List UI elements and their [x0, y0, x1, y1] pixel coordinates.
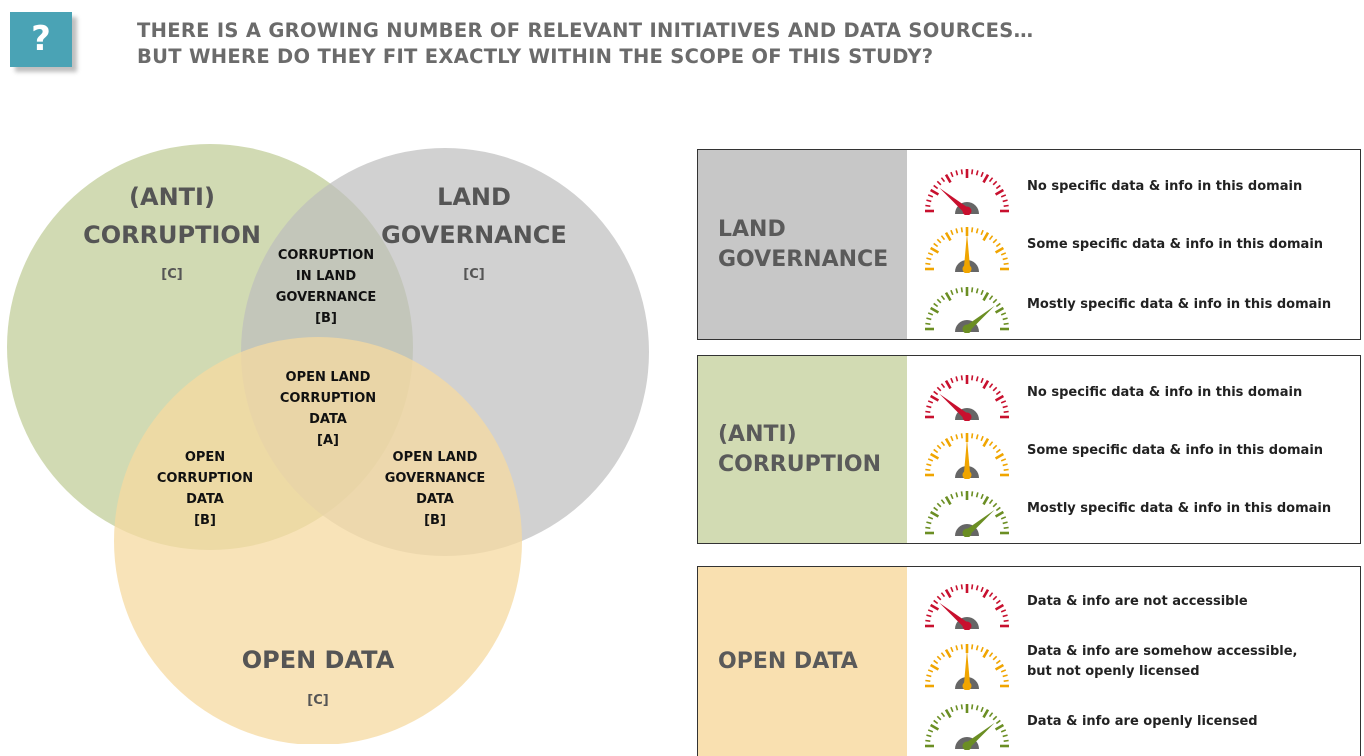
land-code: [C]: [463, 267, 484, 282]
gauge-high-icon: [925, 704, 1009, 750]
open-land-code: [B]: [424, 513, 446, 528]
legend-panel-open-data: OPEN DATA Data & info are not accessible…: [697, 566, 1361, 756]
legend-row: Mostly specific data & info in this doma…: [907, 478, 1360, 540]
gauge-low-icon: [925, 375, 1009, 421]
legend-row-text: Data & info are not accessible: [1027, 594, 1248, 609]
gauge-mid-icon: [925, 227, 1009, 273]
legend-row-text: Some specific data & info in this domain: [1027, 237, 1324, 252]
panel-label-line-2: CORRUPTION: [718, 451, 882, 477]
open-land-line-1: OPEN LAND: [393, 450, 478, 465]
gauge-high-icon: [925, 491, 1009, 537]
legend-row: Data & info are not accessible: [907, 571, 1360, 633]
open-corruption-line-3: DATA: [186, 492, 224, 507]
legend-row-text: No specific data & info in this domain: [1027, 179, 1303, 194]
title-line-1: THERE IS A GROWING NUMBER OF RELEVANT IN…: [137, 19, 1034, 42]
corruption-land-code: [B]: [315, 311, 337, 326]
panel-label-area: OPEN DATA: [698, 567, 907, 756]
legend-row-text: Data & info are somehow accessible, but …: [1027, 644, 1298, 679]
corruption-label-1: (ANTI): [129, 183, 215, 211]
panel-label-line-2: GOVERNANCE: [718, 246, 889, 272]
open-data-circle: [114, 337, 522, 744]
page-title: THERE IS A GROWING NUMBER OF RELEVANT IN…: [137, 18, 1237, 70]
legend-row-text: Mostly specific data & info in this doma…: [1027, 297, 1332, 312]
center-code: [A]: [317, 433, 339, 448]
corruption-label-2: CORRUPTION: [83, 221, 261, 249]
gauge-mid-icon: [925, 433, 1009, 479]
center-line-2: CORRUPTION: [280, 391, 376, 406]
corruption-land-line-2: IN LAND: [296, 269, 356, 284]
panel-label-area: (ANTI) CORRUPTION: [698, 356, 907, 543]
land-label-2: GOVERNANCE: [381, 221, 567, 249]
legend-row-text: Some specific data & info in this domain: [1027, 443, 1324, 458]
open-corruption-line-2: CORRUPTION: [157, 471, 253, 486]
panel-label-line-1: LAND: [718, 216, 786, 242]
gauge-low-icon: [925, 584, 1009, 630]
legend-row-text: Mostly specific data & info in this doma…: [1027, 501, 1332, 516]
legend-row: No specific data & info in this domain: [907, 156, 1360, 218]
open-land-line-2: GOVERNANCE: [385, 471, 486, 486]
panel-label-area: LAND GOVERNANCE: [698, 150, 907, 339]
legend-row: Some specific data & info in this domain: [907, 420, 1360, 482]
legend-row: Mostly specific data & info in this doma…: [907, 274, 1360, 336]
legend-panel-land-governance: LAND GOVERNANCE No specific data & info …: [697, 149, 1361, 340]
corruption-land-line-3: GOVERNANCE: [276, 290, 377, 305]
legend-row: Data & info are somehow accessible, but …: [907, 631, 1360, 693]
question-badge: ?: [10, 12, 72, 67]
center-line-3: DATA: [309, 412, 347, 427]
open-data-code: [C]: [307, 693, 328, 708]
legend-row-text: Data & info are openly licensed: [1027, 714, 1258, 729]
gauge-low-icon: [925, 169, 1009, 215]
open-corruption-code: [B]: [194, 513, 216, 528]
legend-row-text: No specific data & info in this domain: [1027, 385, 1303, 400]
open-corruption-line-1: OPEN: [185, 450, 225, 465]
legend-panel-anti-corruption: (ANTI) CORRUPTION No specific data & inf…: [697, 355, 1361, 544]
open-data-label: OPEN DATA: [242, 646, 395, 674]
title-line-2: BUT WHERE DO THEY FIT EXACTLY WITHIN THE…: [137, 45, 934, 68]
center-line-1: OPEN LAND: [286, 370, 371, 385]
legend-row: No specific data & info in this domain: [907, 362, 1360, 424]
venn-diagram: (ANTI) CORRUPTION [C] LAND GOVERNANCE [C…: [7, 144, 649, 744]
corruption-land-line-1: CORRUPTION: [278, 248, 374, 263]
panel-label-line-1: OPEN DATA: [718, 648, 858, 674]
panel-label-line-1: (ANTI): [718, 421, 797, 447]
gauge-mid-icon: [925, 644, 1009, 690]
gauge-high-icon: [925, 287, 1009, 333]
open-land-line-3: DATA: [416, 492, 454, 507]
legend-row: Some specific data & info in this domain: [907, 214, 1360, 276]
land-label-1: LAND: [437, 183, 511, 211]
corruption-code: [C]: [161, 267, 182, 282]
